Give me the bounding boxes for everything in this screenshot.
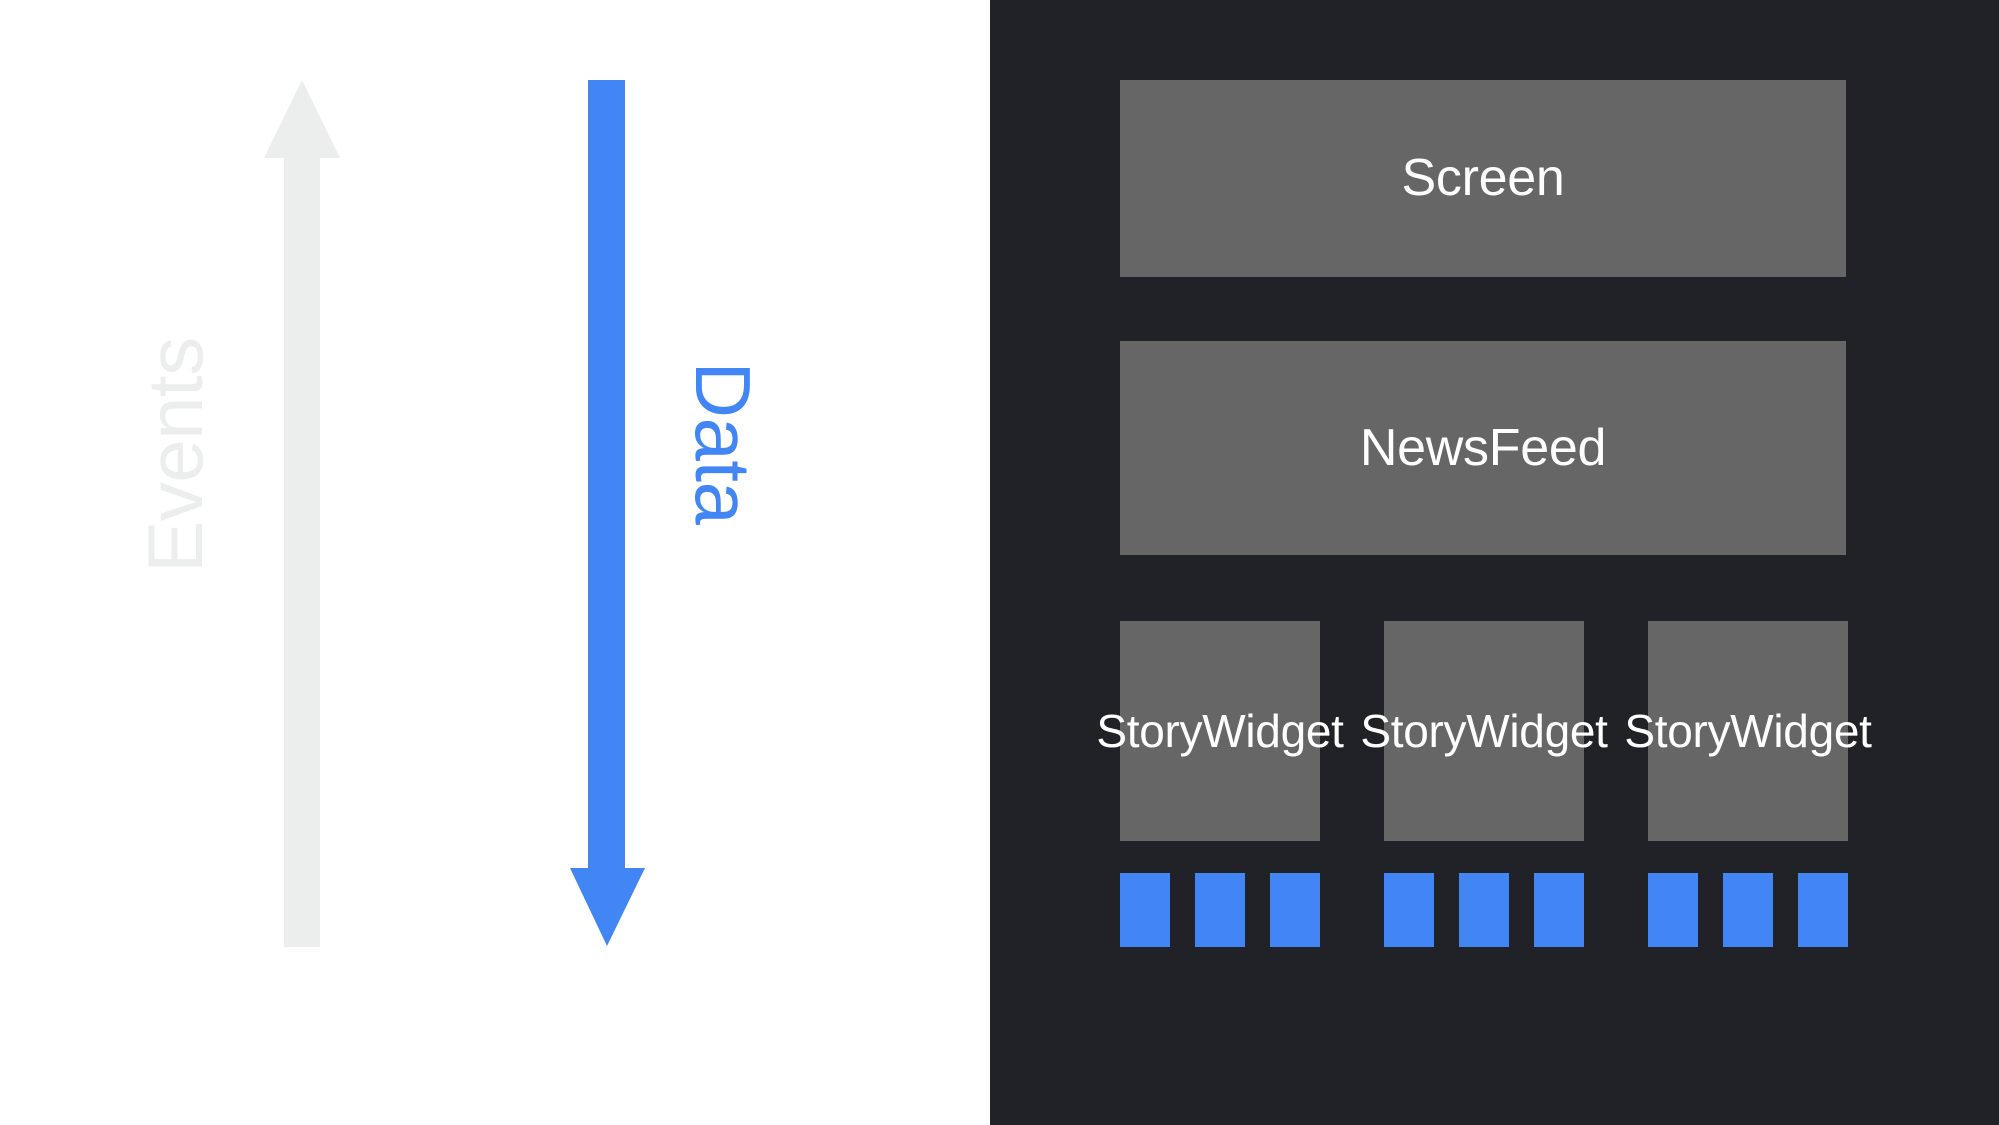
story-bar <box>1120 873 1170 947</box>
node-story-widget-3[interactable]: Story Widget <box>1624 621 1872 841</box>
story-widget-group-1: Story Widget <box>1096 621 1344 947</box>
story-widget-row: Story Widget Story Widget <box>1096 621 1872 947</box>
story-bar <box>1723 873 1773 947</box>
widget-tree-pane: Screen NewsFeed Story Widget Story <box>990 0 1999 1125</box>
node-story-widget-1[interactable]: Story Widget <box>1096 621 1344 841</box>
flow-arrows-svg <box>264 80 645 947</box>
story-widget-group-3: Story Widget <box>1624 621 1872 947</box>
data-arrow-icon <box>570 80 645 946</box>
story-widget-label-line2: Widget <box>1730 704 1872 757</box>
data-flow-label: Data <box>679 361 767 525</box>
story-widget-bars-2 <box>1384 873 1584 947</box>
story-bar <box>1459 873 1509 947</box>
events-arrow-icon <box>264 80 340 947</box>
story-widget-group-2: Story Widget <box>1360 621 1608 947</box>
story-bar <box>1798 873 1848 947</box>
story-bar <box>1384 873 1434 947</box>
node-screen[interactable]: Screen <box>1120 80 1846 277</box>
node-newsfeed[interactable]: NewsFeed <box>1120 341 1846 555</box>
flow-arrows-pane: Events Data <box>0 0 990 1125</box>
story-widget-bars-3 <box>1648 873 1848 947</box>
story-widget-bars-1 <box>1120 873 1320 947</box>
node-story-widget-2[interactable]: Story Widget <box>1360 621 1608 841</box>
story-bar <box>1195 873 1245 947</box>
story-widget-label-line1: Story <box>1360 704 1467 757</box>
story-widget-label-line2: Widget <box>1466 704 1608 757</box>
story-bar <box>1648 873 1698 947</box>
story-bar <box>1534 873 1584 947</box>
story-widget-label-line2: Widget <box>1202 704 1344 757</box>
events-flow-label: Events <box>131 337 219 573</box>
story-widget-label-line1: Story <box>1624 704 1731 757</box>
story-bar <box>1270 873 1320 947</box>
story-widget-label-line1: Story <box>1096 704 1203 757</box>
